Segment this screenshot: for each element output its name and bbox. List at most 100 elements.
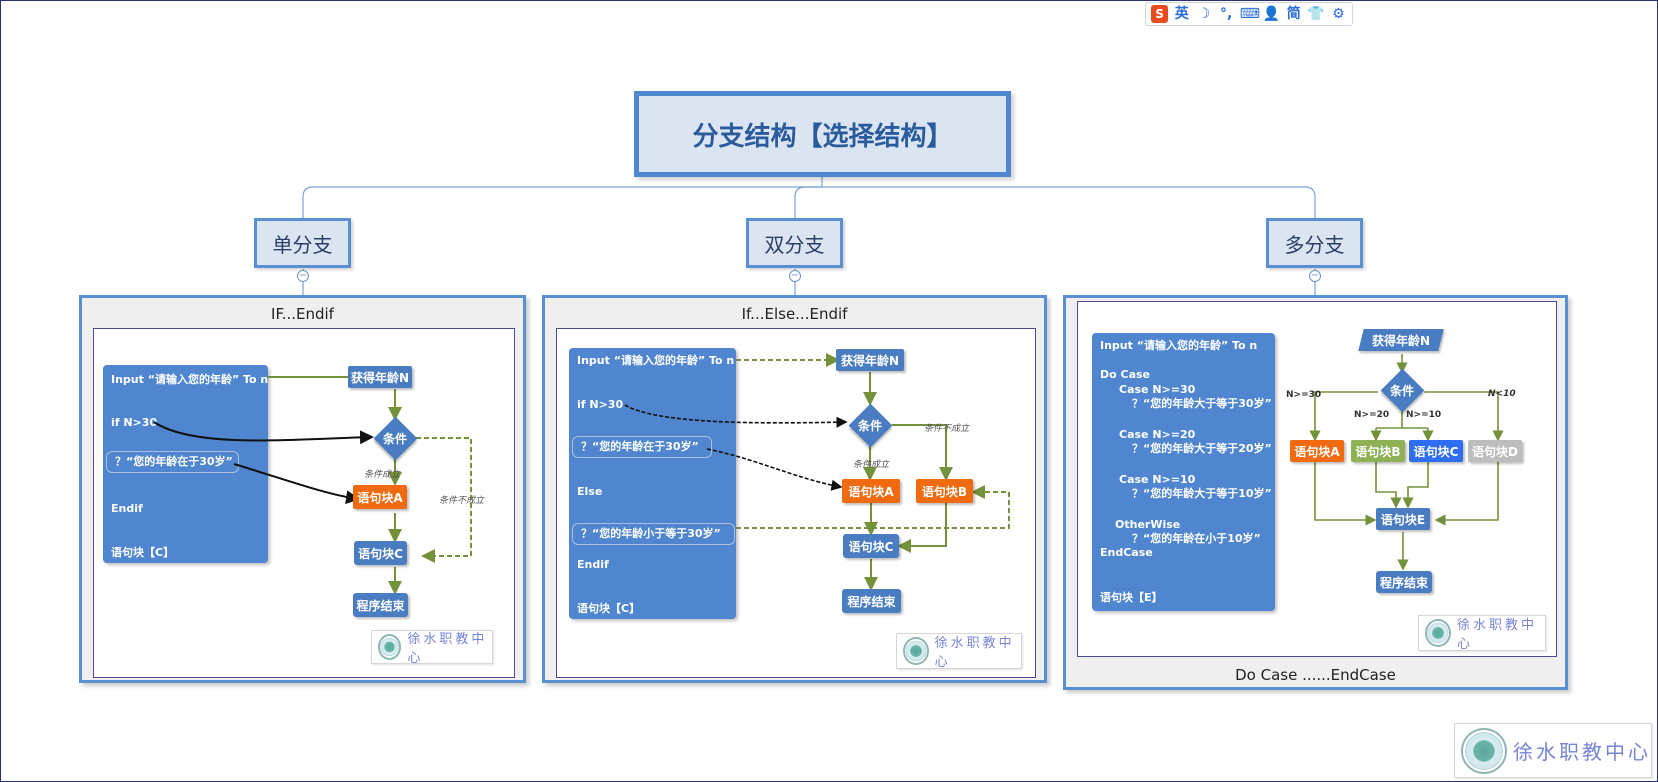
school-seal-icon [1425, 619, 1451, 647]
node-block-b: 语句块B [916, 479, 973, 503]
code-endif: Endif [577, 558, 609, 571]
node-block-c: 语句块C [354, 541, 407, 565]
label-otherwise: N<10 [1488, 389, 1516, 399]
connector-right [822, 186, 1316, 219]
node-end: 程序结束 [1376, 571, 1432, 593]
ime-toolbar: S 英 ☽ °, ⌨ 👤 简 👕 ⚙ [1145, 2, 1353, 26]
school-seal-icon [903, 637, 929, 665]
connector-left [302, 186, 822, 219]
school-seal-icon [378, 634, 402, 660]
code-block: Input “请输入您的年龄” To n Do Case Case N>=30 … [1092, 333, 1275, 611]
skin-shirt-icon[interactable]: 👕 [1307, 6, 1325, 22]
code-case-3: Case N>=10 [1119, 473, 1196, 486]
code-say-3: ？“您的年龄大于等于10岁” [1132, 487, 1272, 500]
collapse-toggle-multi[interactable]: − [1309, 270, 1321, 282]
node-get-age: 获得年龄N [836, 349, 904, 371]
code-input: Input “请输入您的年龄” To n [111, 373, 269, 386]
panel-title: If...Else...Endif [741, 305, 848, 323]
node-block-a: 语句块A [353, 485, 407, 509]
node-condition: 条件 [848, 403, 892, 447]
watermark-text: 徐水职教中心 [1513, 740, 1651, 764]
node-block-a: 语句块A [842, 479, 900, 503]
topic-double-branch[interactable]: 双分支 [746, 218, 843, 268]
code-input: Input “请输入您的年龄” To n [577, 354, 735, 367]
panel-double-branch[interactable]: If...Else...Endif Input “请输入您的年龄” To n i… [542, 295, 1047, 683]
code-block-c: 语句块【C】 [111, 546, 175, 559]
code-say: ？“您的年龄在于30岁” [106, 451, 239, 473]
topic-single-branch[interactable]: 单分支 [254, 218, 351, 268]
node-condition: 条件 [1380, 368, 1424, 412]
panel-title: Do Case ......EndCase [1235, 666, 1396, 684]
panel-title: IF...Endif [271, 305, 334, 323]
code-block-e: 语句块【E】 [1100, 591, 1163, 604]
moon-icon[interactable]: ☽ [1197, 6, 1211, 22]
node-end: 程序结束 [842, 589, 901, 613]
collapse-toggle-single[interactable]: − [297, 270, 309, 282]
code-otherwise: OtherWise [1115, 518, 1181, 531]
code-input: Input “请输入您的年龄” To n [1100, 339, 1258, 352]
node-block-e: 语句块E [1376, 508, 1430, 530]
panel-single-branch[interactable]: IF...Endif Input “请输入您的年龄” To n if N>30 … [79, 295, 526, 683]
collapse-toggle-double[interactable]: − [789, 270, 801, 282]
label-true: 条件成立 [853, 460, 890, 470]
flow-arrows [624, 353, 1010, 591]
code-say-1: ？“您的年龄大于等于30岁” [1132, 397, 1272, 410]
code-endif: Endif [111, 502, 143, 515]
code-case-1: Case N>=30 [1119, 383, 1196, 396]
node-get-age: 获得年龄N [1361, 329, 1441, 351]
flowchart-double: Input “请输入您的年龄” To n if N>30 ？“您的年龄在于30岁… [556, 328, 1036, 678]
school-seal-icon [1461, 727, 1507, 774]
node-block-b: 语句块B [1351, 440, 1405, 462]
watermark: 徐水职教中心 [1418, 615, 1546, 652]
punctuation-toggle[interactable]: °, [1219, 6, 1233, 22]
settings-gear-icon[interactable]: ⚙ [1332, 6, 1345, 22]
node-condition: 条件 [373, 416, 417, 460]
node-block-d: 语句块D [1468, 440, 1522, 462]
watermark-text: 徐水职教中心 [407, 632, 488, 666]
code-case-2: Case N>=20 [1119, 428, 1196, 441]
watermark: 徐水职教中心 [896, 633, 1022, 670]
flow-arrows [1309, 354, 1504, 571]
label-case-1: N>=30 [1286, 390, 1322, 400]
code-else: Else [577, 485, 603, 498]
watermark-text: 徐水职教中心 [1457, 618, 1538, 652]
label-false: 条件不成立 [924, 424, 970, 434]
connector-mid [794, 186, 822, 219]
language-toggle[interactable]: 英 [1174, 6, 1189, 22]
code-if: if N>30 [111, 416, 158, 429]
code-say-4: ？“您的年龄在小于10岁” [1132, 532, 1261, 545]
label-true: 条件成立 [364, 470, 401, 480]
flow-arrows [153, 370, 472, 595]
watermark: 徐水职教中心 [371, 630, 493, 666]
keyboard-icon[interactable]: ⌨ [1239, 6, 1260, 22]
panel-multi-branch[interactable]: Input “请输入您的年龄” To n Do Case Case N>=30 … [1063, 295, 1568, 690]
code-say-2: ？“您的年龄小于等于30岁” [572, 523, 735, 545]
node-block-c: 语句块C [843, 534, 899, 558]
label-case-3: N>=10 [1406, 410, 1442, 420]
code-say-1: ？“您的年龄在于30岁” [572, 436, 712, 458]
code-do-case: Do Case [1100, 368, 1151, 381]
user-icon[interactable]: 👤 [1262, 6, 1281, 22]
root-topic[interactable]: 分支结构【选择结构】 [634, 91, 1011, 177]
simplified-toggle[interactable]: 简 [1286, 6, 1301, 22]
code-say-2: ？“您的年龄大于等于20岁” [1132, 442, 1272, 455]
label-case-2: N>=20 [1354, 410, 1390, 420]
topic-multi-branch[interactable]: 多分支 [1266, 218, 1363, 268]
code-endcase: EndCase [1100, 546, 1153, 559]
page-watermark: 徐水职教中心 [1454, 723, 1652, 778]
code-block: Input “请输入您的年龄” To n if N>30 ？“您的年龄在于30岁… [569, 348, 736, 619]
node-block-a: 语句块A [1290, 440, 1344, 462]
sogou-logo-icon[interactable]: S [1151, 5, 1169, 23]
code-block: Input “请输入您的年龄” To n if N>30 ？“您的年龄在于30岁… [103, 365, 268, 563]
code-if: if N>30 [577, 398, 624, 411]
watermark-text: 徐水职教中心 [934, 636, 1015, 670]
node-end: 程序结束 [353, 593, 408, 617]
node-block-c: 语句块C [1409, 440, 1463, 462]
flowchart-single: Input “请输入您的年龄” To n if N>30 ？“您的年龄在于30岁… [93, 328, 515, 678]
code-block-c: 语句块【C】 [577, 602, 641, 615]
node-get-age: 获得年龄N [348, 366, 412, 388]
flowchart-multi: Input “请输入您的年龄” To n Do Case Case N>=30 … [1077, 301, 1557, 657]
label-false: 条件不成立 [439, 496, 485, 506]
